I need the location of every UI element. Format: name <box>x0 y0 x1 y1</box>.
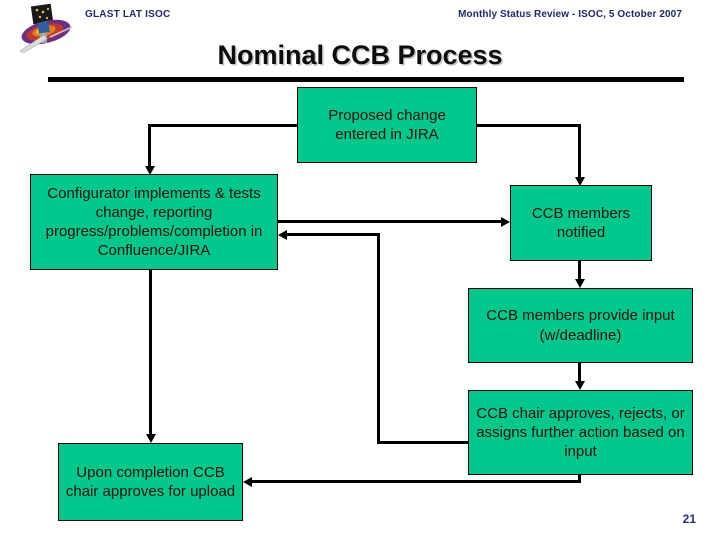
node-ccb-chair-approves-label: CCB chair approves, rejects, or assigns … <box>476 404 685 461</box>
edge-chair-to-upload-arrowhead <box>243 476 252 487</box>
node-ccb-members-notified[interactable]: CCB members notified <box>510 185 652 261</box>
node-ccb-members-provide-input-label: CCB members provide input (w/deadline) <box>486 307 675 344</box>
glast-satellite-logo <box>19 3 73 54</box>
page-number: 21 <box>682 512 696 526</box>
node-configurator-implements-label: Configurator implements & tests change, … <box>45 184 263 260</box>
node-ccb-members-notified-label: CCB members notified <box>531 204 631 241</box>
edge-chair-to-configurator-arrowhead <box>278 229 287 240</box>
node-ccb-members-provide-input[interactable]: CCB members provide input (w/deadline) <box>468 288 693 363</box>
edge-proposed-to-notified-arrowhead <box>574 177 585 186</box>
edge-notified-to-input-vertical <box>578 261 581 281</box>
edge-chair-to-upload-vertical <box>578 475 581 483</box>
node-configurator-implements[interactable]: Configurator implements & tests change, … <box>30 174 278 270</box>
edge-input-to-chair-arrowhead <box>574 381 585 390</box>
node-ccb-chair-approves[interactable]: CCB chair approves, rejects, or assigns … <box>468 390 693 475</box>
header-right-text: Monthly Status Review - ISOC, 5 October … <box>458 9 682 20</box>
edge-proposed-to-configurator-horizontal <box>148 124 298 127</box>
edge-input-to-chair-vertical <box>578 363 581 383</box>
edge-proposed-to-notified-vertical <box>578 124 581 179</box>
edge-chair-to-configurator-lower-horizontal <box>377 441 470 444</box>
edge-configurator-to-upload-vertical <box>149 270 152 436</box>
node-proposed-change-label: Proposed change entered in JIRA <box>328 106 446 143</box>
edge-chair-to-configurator-vertical <box>377 233 380 442</box>
node-upon-completion-approve-upload-label: Upon completion CCB chair approves for u… <box>65 463 236 500</box>
edge-configurator-to-notified-arrowhead <box>501 216 510 227</box>
title-divider <box>48 77 684 82</box>
edge-notified-to-input-arrowhead <box>574 279 585 288</box>
edge-proposed-to-configurator-vertical <box>148 124 151 168</box>
edge-chair-to-configurator-upper-horizontal <box>287 233 380 236</box>
node-proposed-change[interactable]: Proposed change entered in JIRA <box>297 87 477 163</box>
edge-chair-to-upload-horizontal <box>252 480 581 483</box>
edge-configurator-to-notified-horizontal <box>278 220 502 223</box>
edge-proposed-to-notified-horizontal <box>477 124 581 127</box>
page-title: Nominal CCB Process <box>217 40 503 70</box>
edge-proposed-to-configurator-arrowhead <box>144 166 155 175</box>
header-left-text: GLAST LAT ISOC <box>85 9 171 20</box>
edge-configurator-to-upload-arrowhead <box>145 434 156 443</box>
node-upon-completion-approve-upload[interactable]: Upon completion CCB chair approves for u… <box>58 443 243 521</box>
